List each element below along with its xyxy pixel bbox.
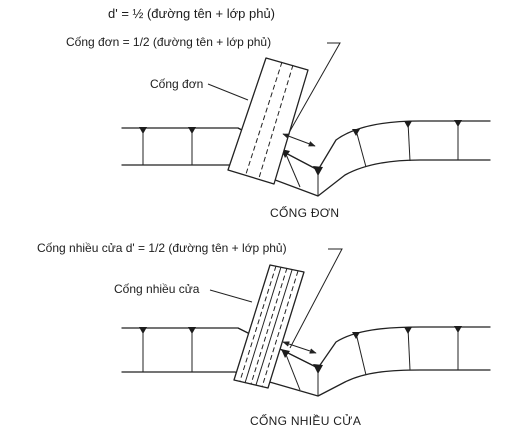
single-culvert-pipe bbox=[227, 57, 309, 185]
multi-posts-dip bbox=[281, 349, 323, 396]
single-culvert-caption: CỐNG ĐƠN bbox=[270, 205, 339, 220]
multi-culvert-pipe bbox=[233, 264, 305, 389]
multi-culvert-figure: Cống nhiều cửa d' = 1/2 (đường tên + lớp… bbox=[37, 241, 491, 428]
multi-clearance-arrow bbox=[282, 341, 317, 354]
multi-culvert-formula: Cống nhiều cửa d' = 1/2 (đường tên + lớp… bbox=[37, 241, 287, 255]
single-posts-right bbox=[352, 120, 462, 168]
top-formula: d' = ½ (đường tên + lớp phủ) bbox=[108, 6, 275, 21]
single-posts-dip bbox=[281, 149, 323, 196]
multi-culvert-pointer: Cống nhiều cửa bbox=[114, 282, 200, 296]
multi-band-bottom bbox=[121, 369, 491, 397]
multi-band-top bbox=[121, 326, 491, 369]
single-posts-left bbox=[139, 127, 196, 165]
single-formula-leader bbox=[285, 42, 341, 139]
single-culvert-figure: d' = ½ (đường tên + lớp phủ) Cống đơn = … bbox=[66, 6, 491, 220]
multi-posts-right bbox=[352, 326, 462, 376]
single-pointer-leader bbox=[207, 83, 249, 101]
multi-pointer-leader bbox=[209, 289, 253, 303]
multi-posts-left bbox=[139, 327, 196, 372]
multi-formula-leader bbox=[289, 248, 343, 349]
single-band-bottom bbox=[121, 159, 491, 197]
single-band-top bbox=[121, 120, 491, 171]
single-culvert-formula: Cống đơn = 1/2 (đường tên + lớp phủ) bbox=[66, 35, 271, 49]
multi-culvert-caption: CỐNG NHIỀU CỬA bbox=[250, 413, 361, 428]
single-culvert-pointer: Cống đơn bbox=[150, 77, 203, 91]
single-clearance-arrow bbox=[282, 133, 316, 147]
